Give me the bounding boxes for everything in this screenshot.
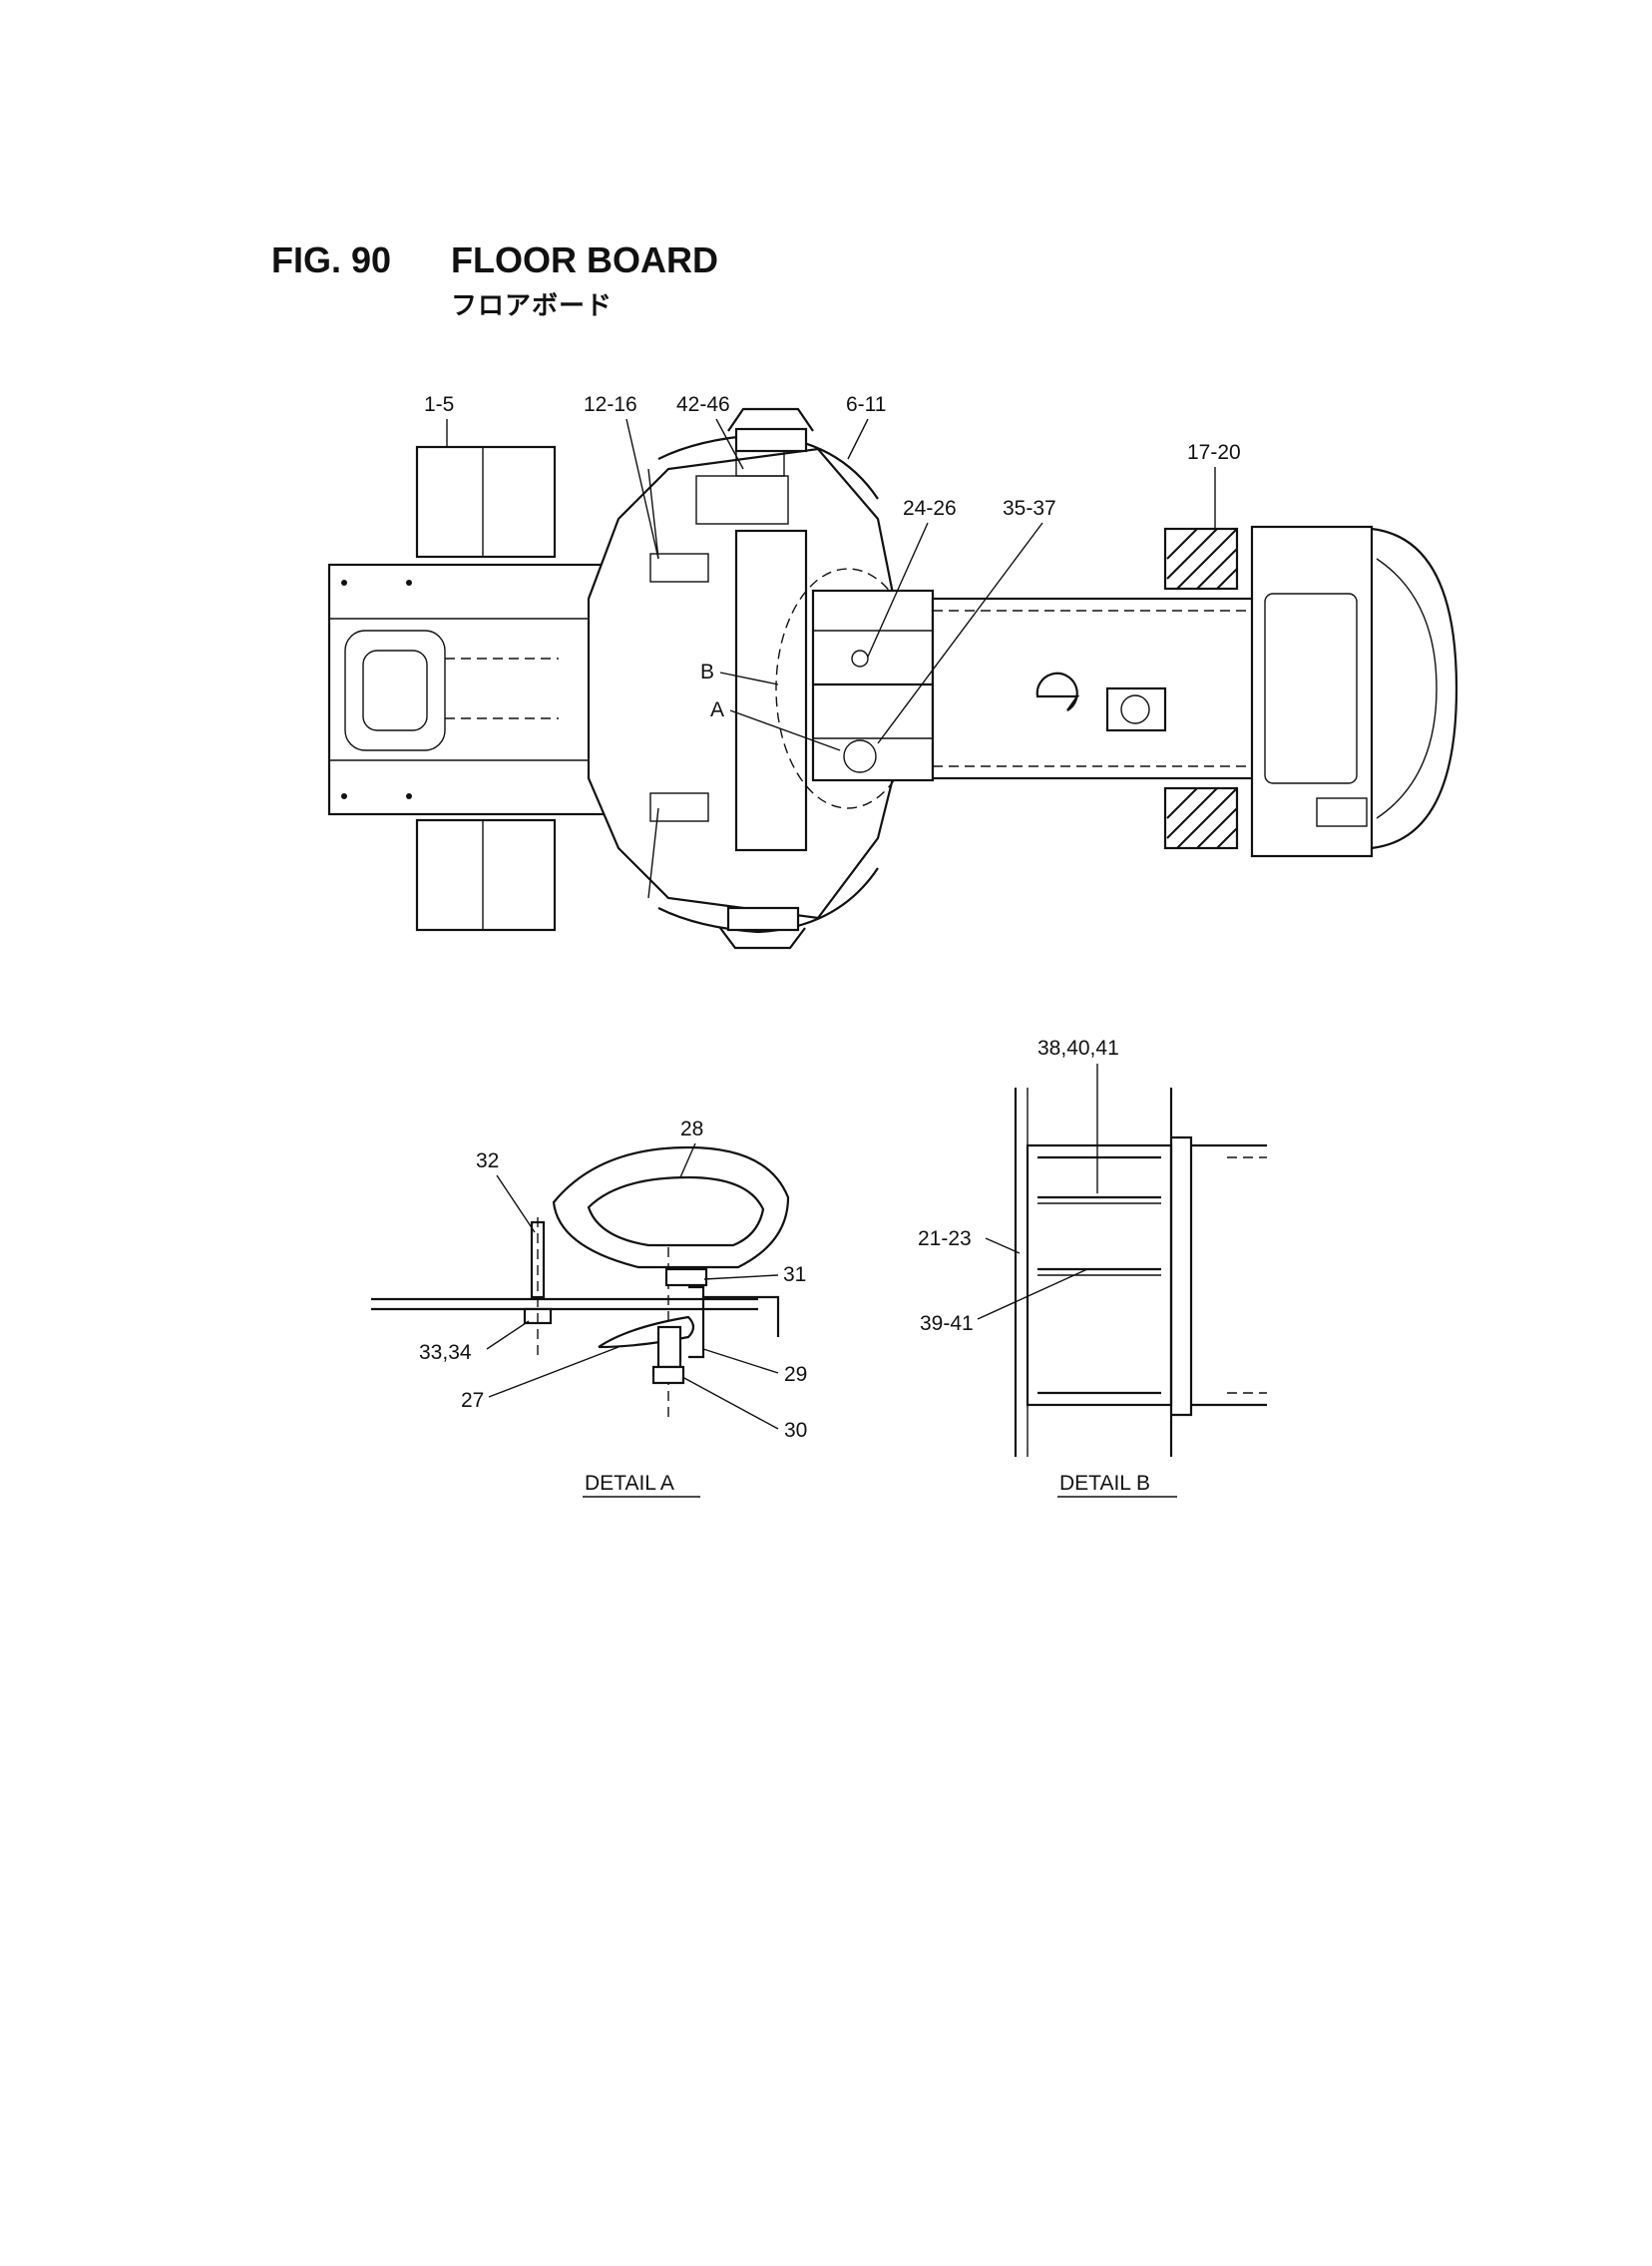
callout-1-5: 1-5 — [424, 393, 454, 416]
label-33-34: 33,34 — [419, 1341, 472, 1364]
main-top-view — [327, 407, 1458, 950]
upper-counterweight — [1163, 527, 1239, 591]
right-chassis — [931, 597, 1264, 780]
lower-left-block — [415, 818, 557, 932]
label-31: 31 — [783, 1263, 806, 1286]
label-28: 28 — [680, 1118, 703, 1140]
detail-a-drawing — [371, 1145, 790, 1417]
lower-counterweight — [1163, 786, 1239, 850]
upper-left-block — [415, 445, 557, 559]
figure-subtitle: フロアボード — [451, 290, 614, 320]
detail-b-caption: DETAIL B — [1059, 1472, 1150, 1495]
lower-step — [726, 906, 800, 932]
figure-number: FIG. 90 — [271, 239, 392, 280]
label-21-23: 21-23 — [918, 1227, 972, 1250]
label-29: 29 — [784, 1363, 807, 1386]
callout-detail-b: B — [700, 661, 714, 683]
detail-a-caption: DETAIL A — [585, 1472, 674, 1495]
detail-b-drawing — [1014, 1088, 1267, 1457]
left-frame — [327, 563, 611, 816]
seat-block — [734, 529, 808, 852]
callout-12-16: 12-16 — [584, 393, 637, 416]
main-callouts: 1-5 12-16 42-46 6-11 17-20 24-26 35-37 B… — [424, 393, 1241, 751]
detail-a-labels: 28 32 31 33,34 29 27 30 DETAIL A — [419, 1118, 807, 1498]
label-39-41: 39-41 — [920, 1312, 974, 1335]
callout-detail-a: A — [710, 698, 724, 721]
callout-24-26: 24-26 — [903, 497, 957, 520]
callout-35-37: 35-37 — [1003, 497, 1056, 520]
callout-17-20: 17-20 — [1187, 441, 1241, 464]
label-30: 30 — [784, 1419, 807, 1442]
callout-6-11: 6-11 — [846, 393, 886, 416]
rear-block — [1250, 525, 1374, 858]
label-38-40-41: 38,40,41 — [1037, 1037, 1119, 1060]
figure-title: FLOOR BOARD — [451, 239, 718, 280]
callout-42-46: 42-46 — [676, 393, 730, 416]
label-27: 27 — [461, 1389, 484, 1412]
upper-step — [734, 427, 808, 453]
detail-b-labels: 38,40,41 21-23 39-41 DETAIL B — [918, 1037, 1177, 1498]
label-32: 32 — [476, 1149, 499, 1172]
